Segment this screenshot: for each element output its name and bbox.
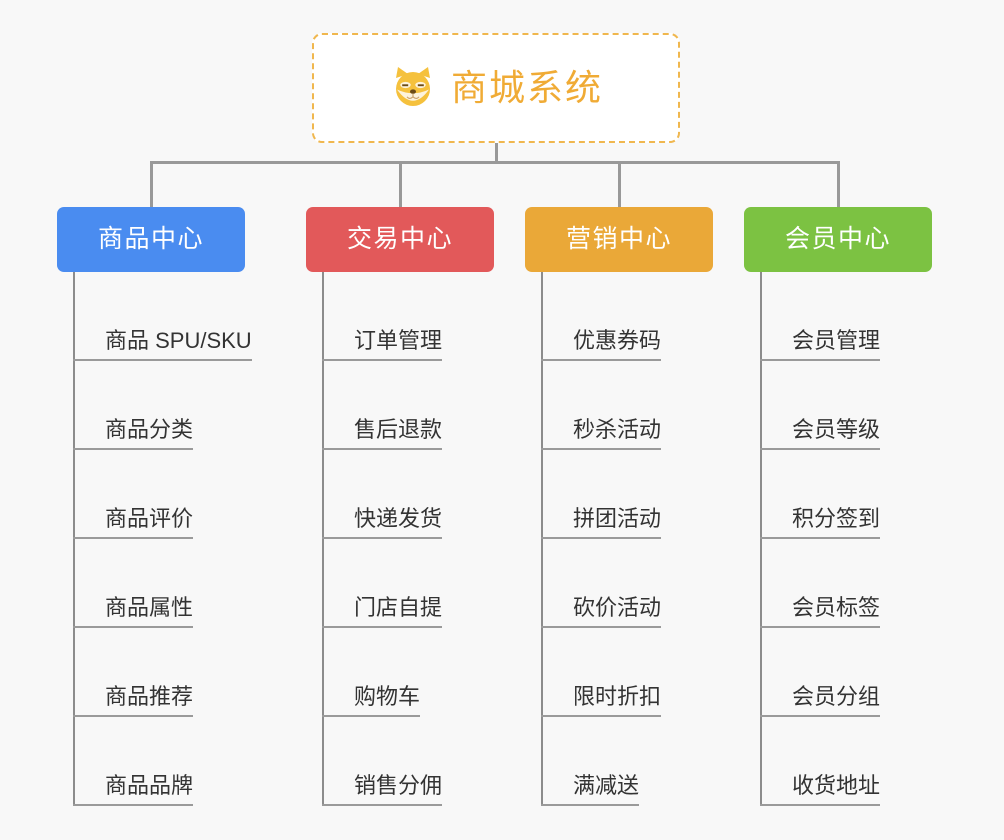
list-item[interactable]: 优惠券码	[541, 272, 662, 361]
list-item[interactable]: 订单管理	[322, 272, 443, 361]
connector-horizontal-bus	[150, 161, 840, 164]
root-node[interactable]: 商城系统	[312, 33, 680, 143]
leaf-label: 销售分佣	[354, 773, 443, 806]
leaf-label: 收货地址	[792, 773, 881, 806]
list-item[interactable]: 收货地址	[760, 717, 881, 806]
leaf-label: 商品 SPU/SKU	[105, 328, 252, 361]
leaf-label: 商品评价	[105, 506, 194, 539]
leaf-label: 拼团活动	[573, 506, 662, 539]
list-item[interactable]: 会员分组	[760, 628, 881, 717]
leaf-label: 快递发货	[354, 506, 443, 539]
category-box-trade-center[interactable]: 交易中心	[306, 207, 494, 272]
connector-drop-product-center	[150, 161, 153, 208]
leaf-label: 限时折扣	[573, 684, 662, 717]
category-label: 会员中心	[784, 225, 891, 253]
list-item[interactable]: 商品评价	[73, 450, 252, 539]
category-label: 商品中心	[97, 225, 204, 253]
leaf-list-member-center: 会员管理 会员等级 积分签到 会员标签 会员分组 收货地址	[760, 272, 881, 806]
leaf-label: 会员分组	[792, 684, 881, 717]
branch-spine	[73, 272, 75, 806]
leaf-label: 会员等级	[792, 417, 881, 450]
leaf-label: 会员标签	[792, 595, 881, 628]
connector-drop-member-center	[837, 161, 840, 208]
list-item[interactable]: 商品属性	[73, 539, 252, 628]
list-item[interactable]: 会员标签	[760, 539, 881, 628]
leaf-label: 门店自提	[354, 595, 443, 628]
root-title: 商城系统	[450, 67, 603, 108]
category-box-marketing-center[interactable]: 营销中心	[525, 207, 713, 272]
branch-spine	[322, 272, 324, 806]
leaf-list-marketing-center: 优惠券码 秒杀活动 拼团活动 砍价活动 限时折扣 满减送	[541, 272, 662, 806]
list-item[interactable]: 商品分类	[73, 361, 252, 450]
leaf-list-product-center: 商品 SPU/SKU 商品分类 商品评价 商品属性 商品推荐 商品品牌	[73, 272, 252, 806]
leaf-label: 积分签到	[792, 506, 881, 539]
category-label: 交易中心	[346, 225, 453, 253]
list-item[interactable]: 商品品牌	[73, 717, 252, 806]
list-item[interactable]: 商品推荐	[73, 628, 252, 717]
leaf-label: 砍价活动	[573, 595, 662, 628]
category-label: 营销中心	[565, 225, 672, 253]
leaf-label: 优惠券码	[573, 328, 662, 361]
list-item[interactable]: 会员管理	[760, 272, 881, 361]
leaf-label: 商品属性	[105, 595, 194, 628]
list-item[interactable]: 商品 SPU/SKU	[73, 272, 252, 361]
leaf-label: 商品分类	[105, 417, 194, 450]
list-item[interactable]: 购物车	[322, 628, 442, 717]
leaf-label: 订单管理	[354, 328, 443, 361]
category-box-member-center[interactable]: 会员中心	[744, 207, 932, 272]
list-item[interactable]: 秒杀活动	[541, 361, 662, 450]
leaf-label: 商品推荐	[105, 684, 194, 717]
leaf-label: 满减送	[573, 773, 640, 806]
leaf-label: 购物车	[354, 684, 421, 717]
connector-drop-marketing-center	[618, 161, 621, 208]
branch-spine	[760, 272, 762, 806]
category-box-product-center[interactable]: 商品中心	[57, 207, 245, 272]
leaf-label: 商品品牌	[105, 773, 194, 806]
leaf-list-trade-center: 订单管理 售后退款 快递发货 门店自提 购物车 销售分佣	[322, 272, 443, 806]
list-item[interactable]: 拼团活动	[541, 450, 662, 539]
list-item[interactable]: 积分签到	[760, 450, 881, 539]
list-item[interactable]: 满减送	[541, 717, 661, 806]
connector-drop-trade-center	[399, 161, 402, 208]
list-item[interactable]: 会员等级	[760, 361, 881, 450]
list-item[interactable]: 销售分佣	[322, 717, 443, 806]
list-item[interactable]: 快递发货	[322, 450, 443, 539]
list-item[interactable]: 砍价活动	[541, 539, 662, 628]
leaf-label: 售后退款	[354, 417, 443, 450]
list-item[interactable]: 门店自提	[322, 539, 443, 628]
branch-spine	[541, 272, 543, 806]
shiba-dog-face-icon	[389, 64, 437, 112]
leaf-label: 秒杀活动	[573, 417, 662, 450]
list-item[interactable]: 限时折扣	[541, 628, 662, 717]
list-item[interactable]: 售后退款	[322, 361, 443, 450]
leaf-label: 会员管理	[792, 328, 881, 361]
connector-root-stem	[495, 143, 498, 164]
